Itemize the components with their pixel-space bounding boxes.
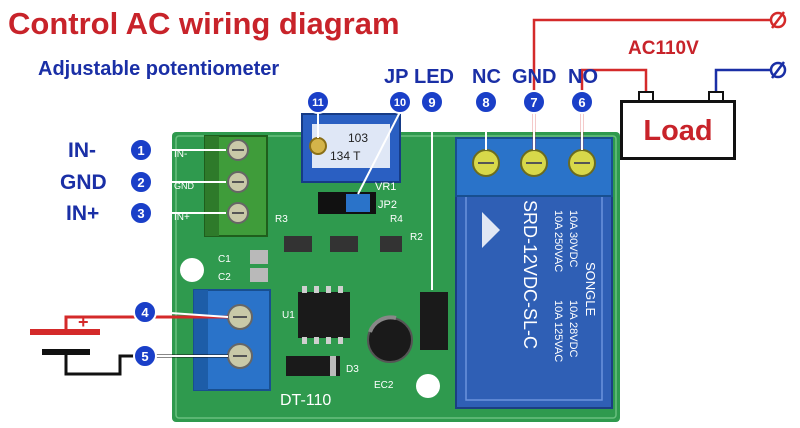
input-terminal-side	[205, 136, 219, 236]
smd-part-1	[284, 236, 312, 252]
comp-r2: R2	[410, 232, 423, 243]
callout-1: 1	[129, 138, 153, 162]
diagram-subtitle: Adjustable potentiometer	[38, 58, 280, 80]
comp-r3: R3	[275, 214, 288, 225]
callout-6: 6	[570, 90, 594, 114]
pot-adjust-screw	[309, 137, 327, 155]
load-box: Load	[620, 100, 736, 160]
jumper-label: JP2	[378, 199, 397, 211]
ic-chip	[298, 292, 350, 338]
callout-9: 9	[420, 90, 444, 114]
top-label-led: LED	[414, 66, 454, 88]
power-terminal-side	[194, 290, 208, 390]
ac-terminal-blue-icon	[769, 61, 787, 79]
wire-dc-plus	[64, 315, 228, 332]
ac-voltage-label: AC110V	[628, 38, 699, 59]
callout-8-number: 8	[482, 95, 489, 110]
board-mark-gnd: GND	[174, 181, 195, 191]
callout-2-number: 2	[137, 175, 144, 190]
board-mark-in-plus: IN+	[174, 212, 190, 223]
diode-d3	[286, 356, 340, 376]
pot-code: 103	[348, 131, 368, 145]
top-label-jp: JP	[384, 66, 409, 88]
callout-11: 11	[306, 90, 330, 114]
callout-11-number: 11	[312, 97, 324, 109]
callout-9-number: 9	[428, 95, 435, 110]
mount-hole-left	[180, 258, 204, 282]
diagram-title: Control AC wiring diagram	[8, 6, 400, 41]
top-label-no: NO	[568, 66, 598, 88]
smd-part-3	[380, 236, 402, 252]
smd-part-2	[330, 236, 358, 252]
top-label-gnd: GND	[512, 66, 557, 88]
vr-label: VR1	[375, 181, 396, 193]
callout-4-number: 4	[141, 305, 149, 320]
relay-brand: SONGLE	[583, 262, 598, 317]
relay-rating-1: 10A 250VAC	[552, 210, 564, 272]
pin-label-gnd: GND	[60, 171, 107, 194]
comp-r4: R4	[390, 214, 403, 225]
top-label-nc: NC	[472, 66, 501, 88]
callout-1-number: 1	[137, 143, 144, 158]
comp-c2: C2	[218, 272, 231, 283]
callout-7-number: 7	[530, 95, 537, 110]
callout-2: 2	[129, 170, 153, 194]
smd-cap-c2	[250, 268, 268, 282]
ac-terminal-red-icon	[769, 11, 787, 29]
relay-rating-3: 10A 30VDC	[567, 210, 579, 268]
pot-code-2: 134 T	[330, 149, 361, 163]
callout-7: 7	[522, 90, 546, 114]
callout-8: 8	[474, 90, 498, 114]
board-model: DT-110	[280, 392, 331, 409]
callout-5-number: 5	[141, 349, 148, 364]
relay-rating-4: 10A 28VDC	[567, 300, 579, 358]
wire-neutral-blue	[714, 68, 770, 100]
comp-u1: U1	[282, 310, 295, 321]
smd-cap-c1	[250, 250, 268, 264]
relay-rating-2: 10A 125VAC	[552, 300, 564, 362]
callout-3: 3	[129, 201, 153, 225]
callout-3-number: 3	[137, 206, 144, 221]
comp-ec2: EC2	[374, 380, 394, 391]
callout-5: 5	[133, 344, 157, 368]
callout-4: 4	[133, 300, 157, 324]
callout-10: 10	[388, 90, 412, 114]
pin-label-in-plus: IN+	[66, 202, 100, 225]
callout-6-number: 6	[578, 95, 585, 110]
load-label: Load	[643, 115, 713, 147]
comp-c1: C1	[218, 254, 231, 265]
transistor	[420, 292, 448, 350]
battery-plus-sign: +	[78, 312, 89, 332]
board-mark-in-minus: IN-	[174, 149, 187, 160]
jumper-cap	[346, 194, 370, 212]
comp-d3: D3	[346, 364, 359, 375]
mount-hole-bottom	[416, 374, 440, 398]
relay-model: SRD-12VDC-SL-C	[520, 200, 540, 349]
pin-label-in-minus: IN-	[68, 139, 96, 162]
callout-10-number: 10	[394, 97, 406, 109]
relay-logo-icon	[482, 212, 500, 248]
